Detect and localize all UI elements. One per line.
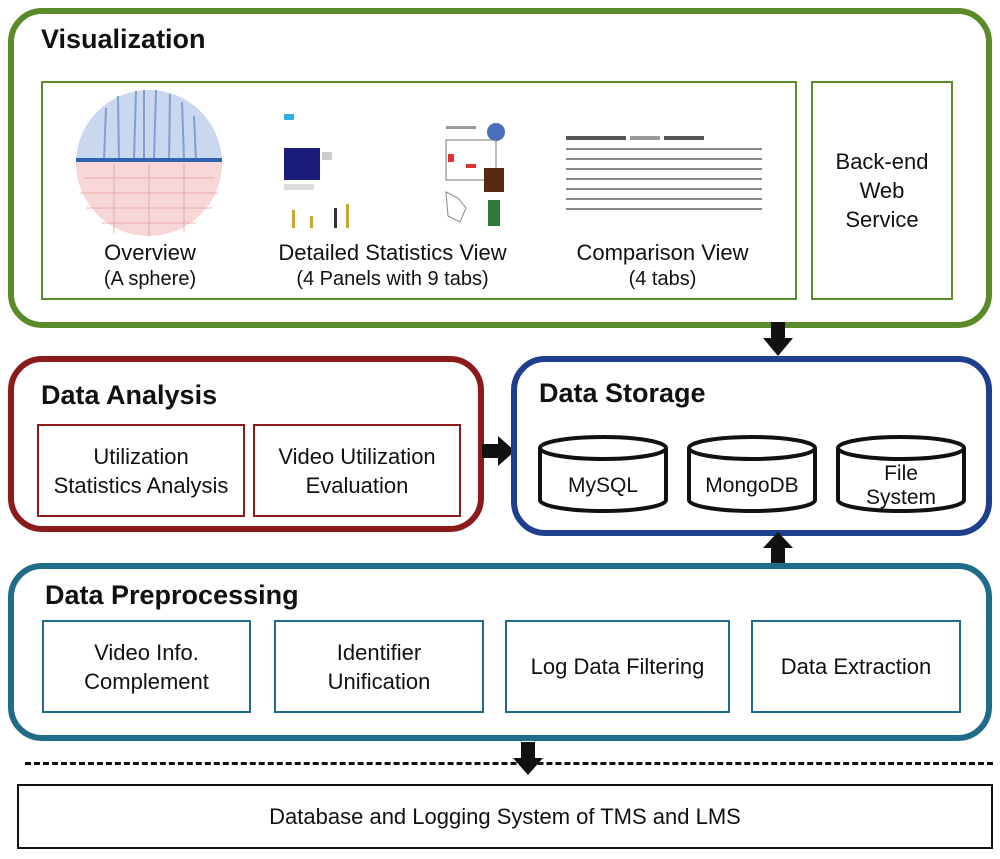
arrow-up-icon bbox=[763, 532, 793, 566]
mongodb-label: MongoDB bbox=[705, 474, 799, 497]
comparison-table-thumbnail bbox=[566, 136, 762, 214]
backend-web-service-box: Back-end Web Service bbox=[811, 81, 953, 300]
identifier-unification-box: Identifier Unification bbox=[274, 620, 484, 713]
mongodb-database-icon: MongoDB bbox=[686, 434, 818, 514]
arrow-right-icon bbox=[482, 436, 515, 466]
data-preprocessing-group bbox=[8, 563, 992, 741]
utilization-statistics-analysis-box: Utilization Statistics Analysis bbox=[37, 424, 245, 517]
mysql-label: MySQL bbox=[567, 474, 638, 497]
detailed-statistics-name: Detailed Statistics View bbox=[278, 240, 507, 265]
data-storage-title: Data Storage bbox=[539, 378, 706, 408]
views-panel bbox=[41, 81, 797, 300]
video-utilization-evaluation-box: Video Utilization Evaluation bbox=[253, 424, 461, 517]
data-analysis-group bbox=[8, 356, 484, 532]
data-analysis-title: Data Analysis bbox=[41, 380, 218, 410]
file-system-storage-icon: File System bbox=[835, 434, 967, 514]
detailed-statistics-caption: Detailed Statistics View (4 Panels with … bbox=[255, 240, 530, 292]
overview-detail: (A sphere) bbox=[103, 268, 197, 290]
data-extraction-box: Data Extraction bbox=[751, 620, 961, 713]
data-preprocessing-title: Data Preprocessing bbox=[45, 580, 299, 610]
detailed-statistics-thumbnail-right bbox=[436, 112, 516, 232]
detailed-statistics-detail: (4 Panels with 9 tabs) bbox=[296, 268, 489, 290]
visualization-title: Visualization bbox=[41, 24, 206, 54]
log-data-filtering-box: Log Data Filtering bbox=[505, 620, 730, 713]
arrow-down-icon bbox=[513, 742, 543, 775]
detailed-statistics-thumbnail-left bbox=[282, 112, 362, 230]
data-storage-group bbox=[511, 356, 992, 536]
overview-caption: Overview (A sphere) bbox=[60, 240, 240, 292]
comparison-detail: (4 tabs) bbox=[628, 268, 697, 290]
overview-name: Overview bbox=[104, 240, 196, 265]
overview-sphere-thumbnail bbox=[74, 88, 224, 238]
source-system-box: Database and Logging System of TMS and L… bbox=[17, 784, 993, 849]
arrow-down-icon bbox=[763, 322, 793, 356]
video-info-complement-box: Video Info. Complement bbox=[42, 620, 251, 713]
mysql-database-icon: MySQL bbox=[537, 434, 669, 514]
comparison-name: Comparison View bbox=[576, 240, 749, 265]
visualization-group bbox=[8, 8, 992, 328]
file-system-label: File System bbox=[865, 462, 936, 509]
dashed-separator bbox=[25, 762, 993, 765]
comparison-caption: Comparison View (4 tabs) bbox=[545, 240, 780, 292]
